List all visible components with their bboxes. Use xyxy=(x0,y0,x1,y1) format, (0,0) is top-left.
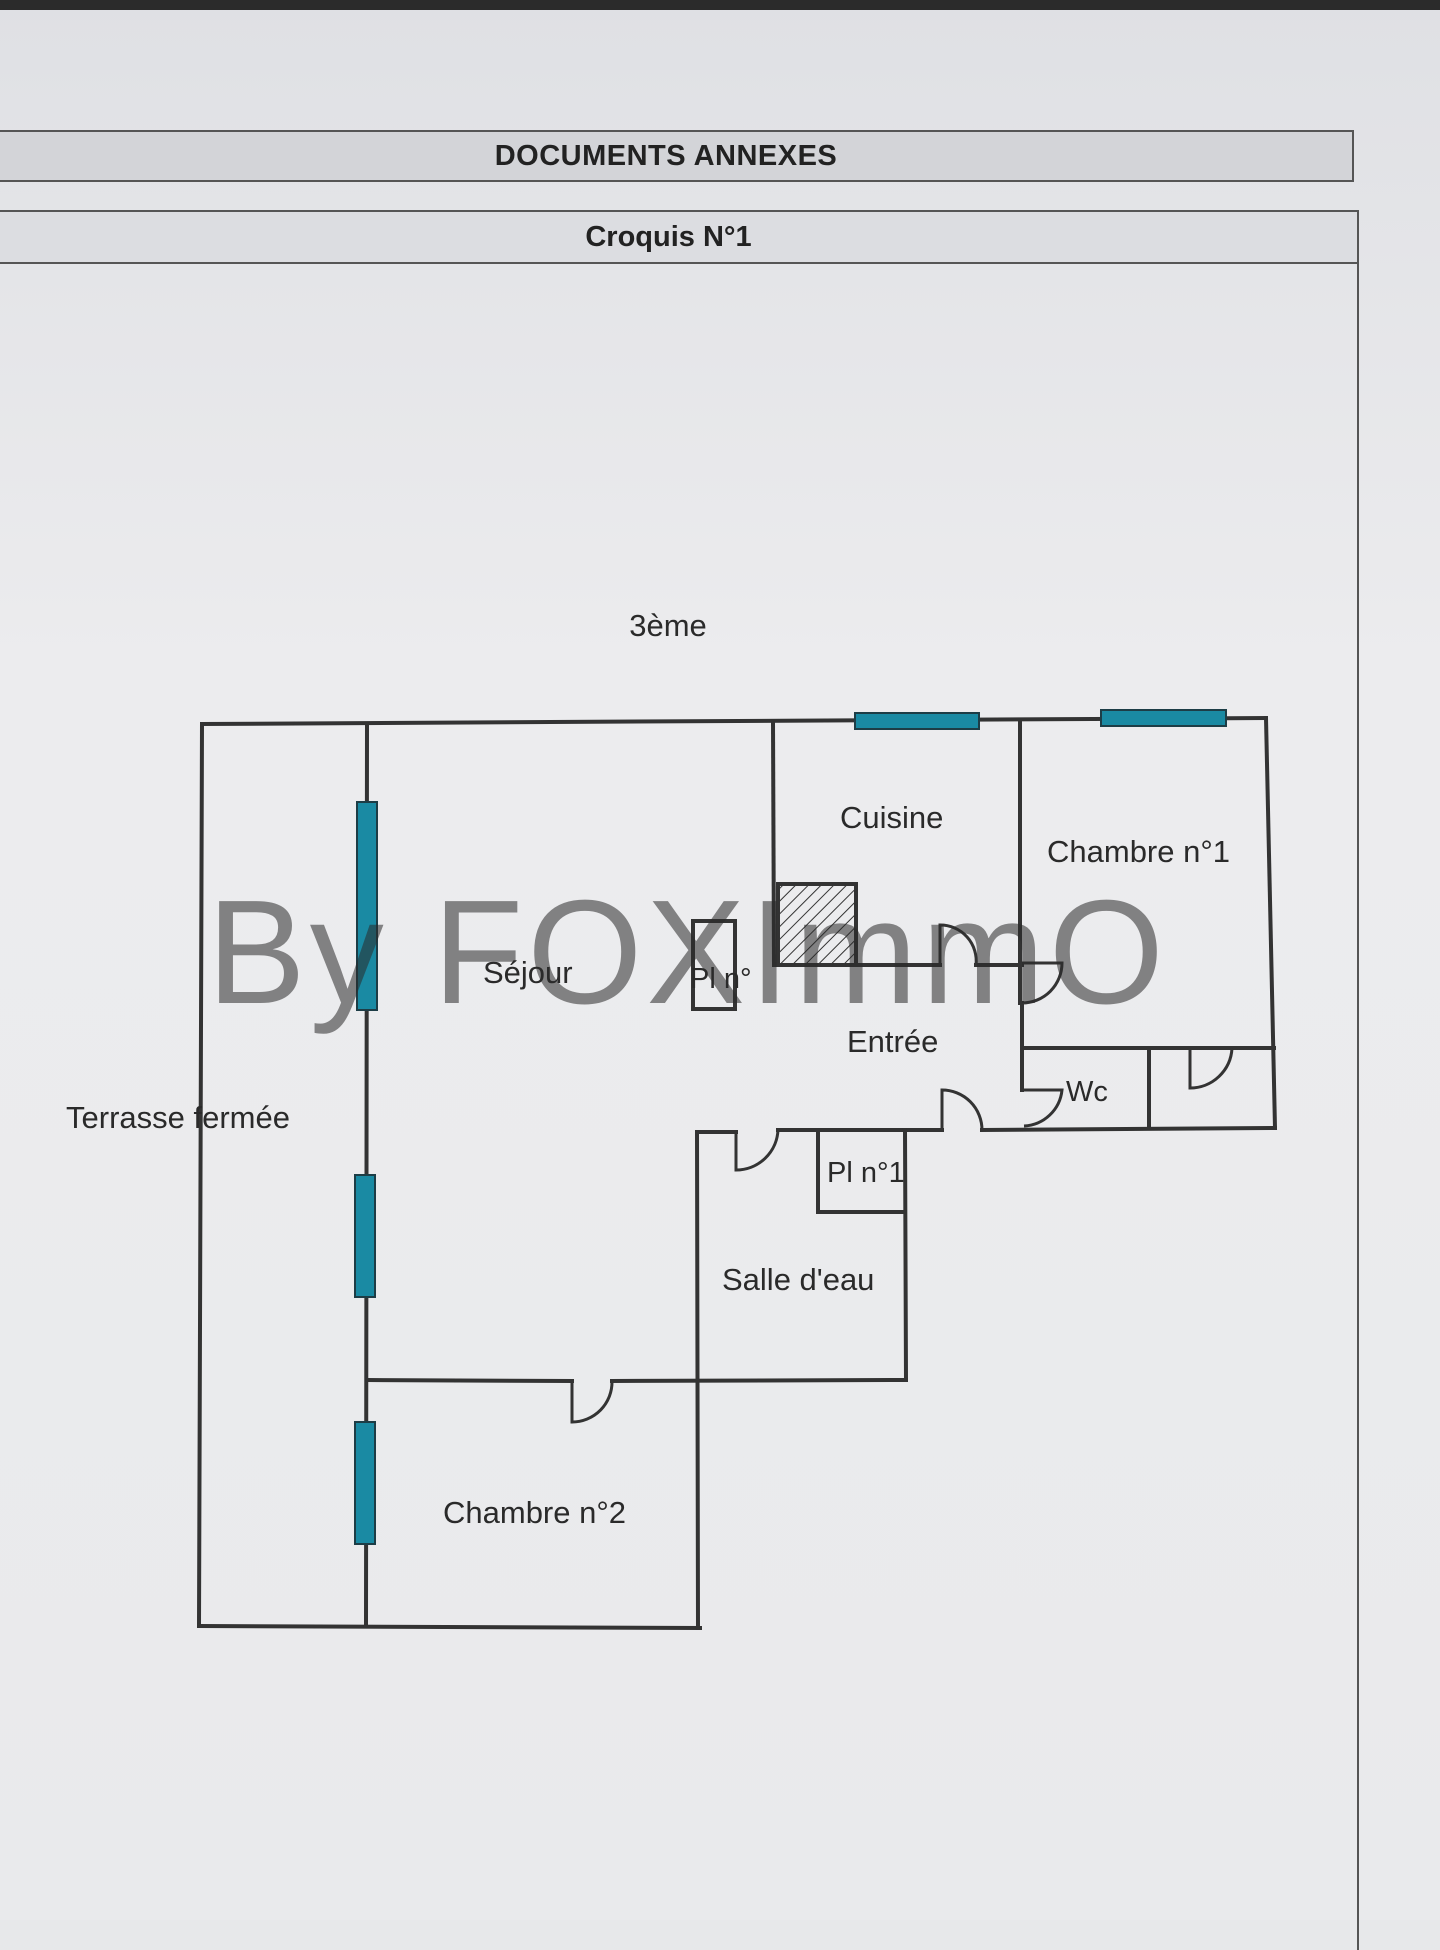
annex-header-title: DOCUMENTS ANNEXES xyxy=(494,139,838,172)
door-wc xyxy=(1022,1088,1064,1128)
hatched-duct xyxy=(776,882,858,967)
window-sejour-upper xyxy=(356,801,378,1011)
door-chambre1 xyxy=(1021,961,1064,1005)
wall-salle-eau-right xyxy=(902,1127,909,1383)
wall-left-outer xyxy=(196,721,205,1629)
label-pl-upper: Pl n° xyxy=(690,963,752,995)
annex-header-bar: DOCUMENTS ANNEXES xyxy=(0,130,1354,182)
wall-sejour-cuisine xyxy=(770,719,777,968)
photo-edge xyxy=(0,0,1440,10)
door-cuisine xyxy=(938,923,978,966)
label-wc: Wc xyxy=(1066,1076,1108,1108)
door-chambre2 xyxy=(570,1380,614,1424)
wall-chambre2-top xyxy=(364,1377,575,1384)
label-cuisine: Cuisine xyxy=(840,800,943,835)
sketch-panel: Croquis N°1 xyxy=(0,210,1359,1950)
wall-bottom xyxy=(196,1623,703,1631)
windows xyxy=(354,709,1227,1545)
placard-lower xyxy=(816,1128,907,1214)
label-chambre1: Chambre n°1 xyxy=(1047,834,1230,869)
wall-wc-bottom xyxy=(979,1125,1278,1133)
room-labels: Terrasse fermée Séjour Cuisine Chambre n… xyxy=(66,800,1230,1530)
label-pl-lower: Pl n°1 xyxy=(827,1157,905,1189)
label-chambre2: Chambre n°2 xyxy=(443,1495,626,1530)
sketch-title: Croquis N°1 xyxy=(585,220,752,253)
window-chambre1 xyxy=(1100,709,1227,727)
window-sejour-lower xyxy=(354,1174,376,1298)
wall-right-outer xyxy=(1263,715,1278,1131)
floor-label: 3ème xyxy=(629,608,707,643)
sketch-panel-header: Croquis N°1 xyxy=(0,212,1357,264)
label-sejour: Séjour xyxy=(483,955,573,990)
wall-top xyxy=(199,715,1269,727)
door-wc2 xyxy=(1188,1047,1234,1090)
placard-upper xyxy=(691,919,737,1011)
label-salle-eau: Salle d'eau xyxy=(722,1262,874,1297)
window-cuisine xyxy=(854,712,980,730)
door-salle-eau xyxy=(734,1129,780,1172)
watermark: By FOXImmO xyxy=(207,870,1168,1035)
window-chambre2 xyxy=(354,1421,376,1545)
label-entree: Entrée xyxy=(847,1024,938,1059)
door-entrance xyxy=(940,1088,984,1131)
label-terrasse: Terrasse fermée xyxy=(66,1100,290,1135)
doors xyxy=(570,923,1234,1424)
wall-chambre2-top-b xyxy=(609,1377,909,1384)
